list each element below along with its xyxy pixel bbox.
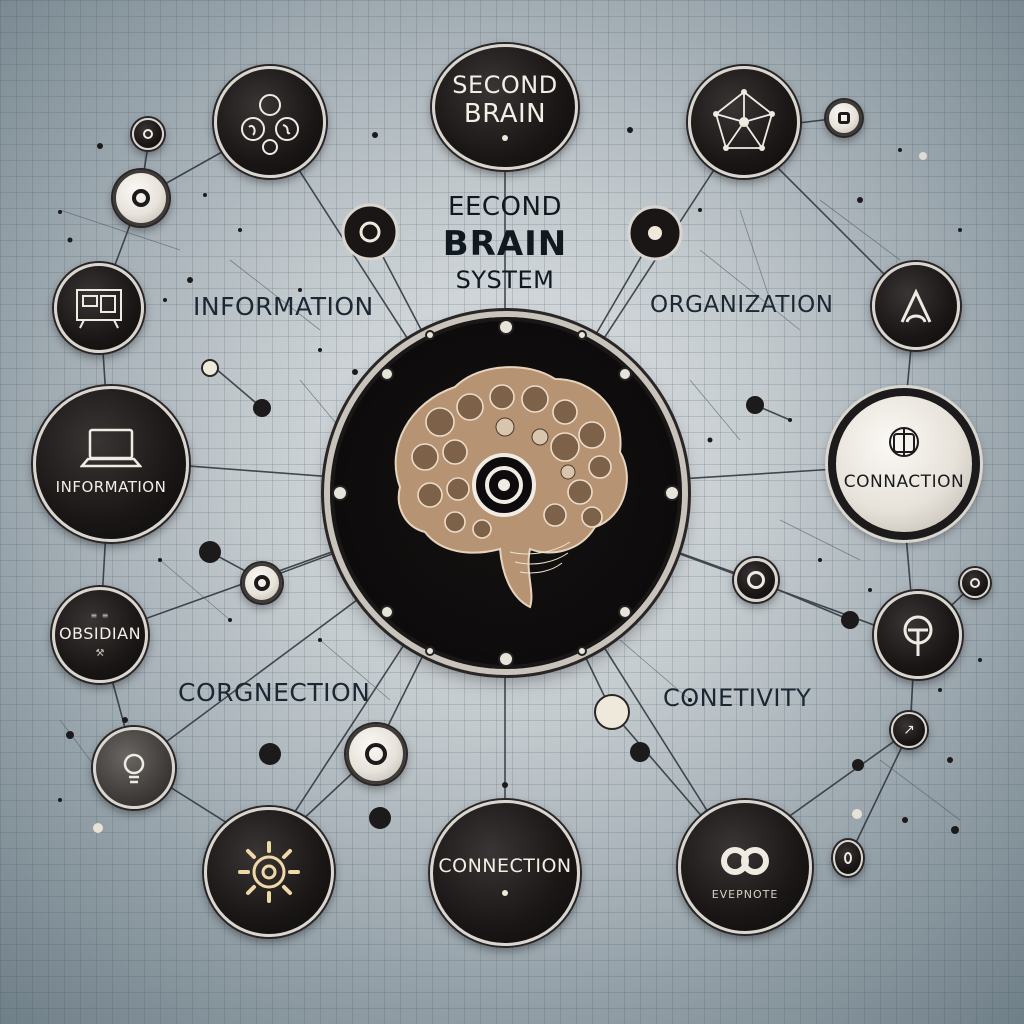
square-icon	[838, 112, 850, 124]
omega-icon	[903, 615, 933, 656]
obsidian-node[interactable]: ≡ ≡ OBSIDIAN ⚒	[52, 587, 148, 683]
arrow-node-right[interactable]: ↗	[891, 712, 927, 748]
label-corgnection: CORGNECTION	[178, 678, 371, 707]
ring-node-far-right[interactable]	[960, 568, 990, 598]
label-information: INFORMATION	[193, 292, 374, 321]
obsidian-label: OBSIDIAN	[58, 624, 142, 643]
bulb-node[interactable]	[93, 727, 175, 809]
connaction-label: CONNACTION	[843, 471, 965, 492]
ring-icon	[365, 743, 387, 765]
tool-icon: ⚒	[95, 648, 105, 659]
information-label: INFORMATION	[55, 477, 167, 496]
second-brain-line-1: SECOND	[452, 71, 558, 99]
ring-node-center-right[interactable]	[734, 558, 778, 602]
evernote-label: EVEPNOTE	[711, 887, 779, 901]
omega-node[interactable]	[874, 591, 962, 679]
information-node[interactable]: INFORMATION	[33, 386, 189, 542]
ring-icon	[747, 571, 765, 589]
laptop-icon	[80, 428, 142, 467]
ring-node-bottom-right[interactable]	[833, 840, 863, 876]
connaction-node[interactable]: CONNACTION	[828, 388, 980, 540]
connection-label: CONNECTION	[438, 854, 572, 877]
triangle-icon	[900, 288, 932, 323]
label-organization: ORGANIZATION	[650, 292, 834, 318]
network-polyhedron-icon	[713, 89, 775, 151]
target-node-top-right[interactable]	[826, 100, 862, 136]
title-line-1: EECOND	[448, 192, 562, 222]
second-brain-node[interactable]: SECOND BRAIN	[432, 44, 578, 170]
network-node[interactable]	[688, 66, 800, 178]
ring-node-bottom-center[interactable]	[346, 724, 406, 784]
ring-node-top-left[interactable]	[132, 118, 164, 150]
triangle-node[interactable]	[872, 262, 960, 350]
ring-node-center-left[interactable]	[242, 563, 282, 603]
target-node-left[interactable]	[113, 170, 169, 226]
board-node[interactable]	[54, 263, 144, 353]
central-brain-hub[interactable]	[330, 317, 682, 669]
ring-icon	[844, 852, 852, 864]
title-line-2: BRAIN	[442, 224, 568, 264]
bulb-icon	[123, 753, 145, 784]
small-marks-icon: ≡ ≡	[90, 611, 110, 620]
ring-icon	[254, 575, 270, 591]
ring-icon	[132, 189, 150, 207]
system-title: EECOND BRAIN SYSTEM	[390, 192, 620, 294]
molecule-cluster-icon	[241, 94, 299, 155]
ring-icon	[143, 129, 153, 139]
bucket-icon	[889, 426, 919, 457]
brain-icon	[332, 319, 680, 667]
dot-icon	[502, 889, 508, 896]
board-icon	[76, 289, 122, 329]
ring-icon	[970, 578, 980, 588]
evernote-node[interactable]: EVEPNOTE	[678, 800, 812, 934]
dot-icon	[502, 135, 508, 141]
molecule-node[interactable]	[214, 66, 326, 178]
gear-icon	[238, 841, 300, 903]
label-conetivity: CONETIVITY	[663, 684, 812, 712]
second-brain-line-2: BRAIN	[463, 99, 547, 129]
connection-node[interactable]: CONNECTION	[430, 800, 580, 946]
gear-node[interactable]	[204, 807, 334, 937]
arrow-icon: ↗	[903, 722, 915, 738]
infinity-link-icon	[721, 846, 769, 875]
title-line-3: SYSTEM	[455, 266, 555, 294]
